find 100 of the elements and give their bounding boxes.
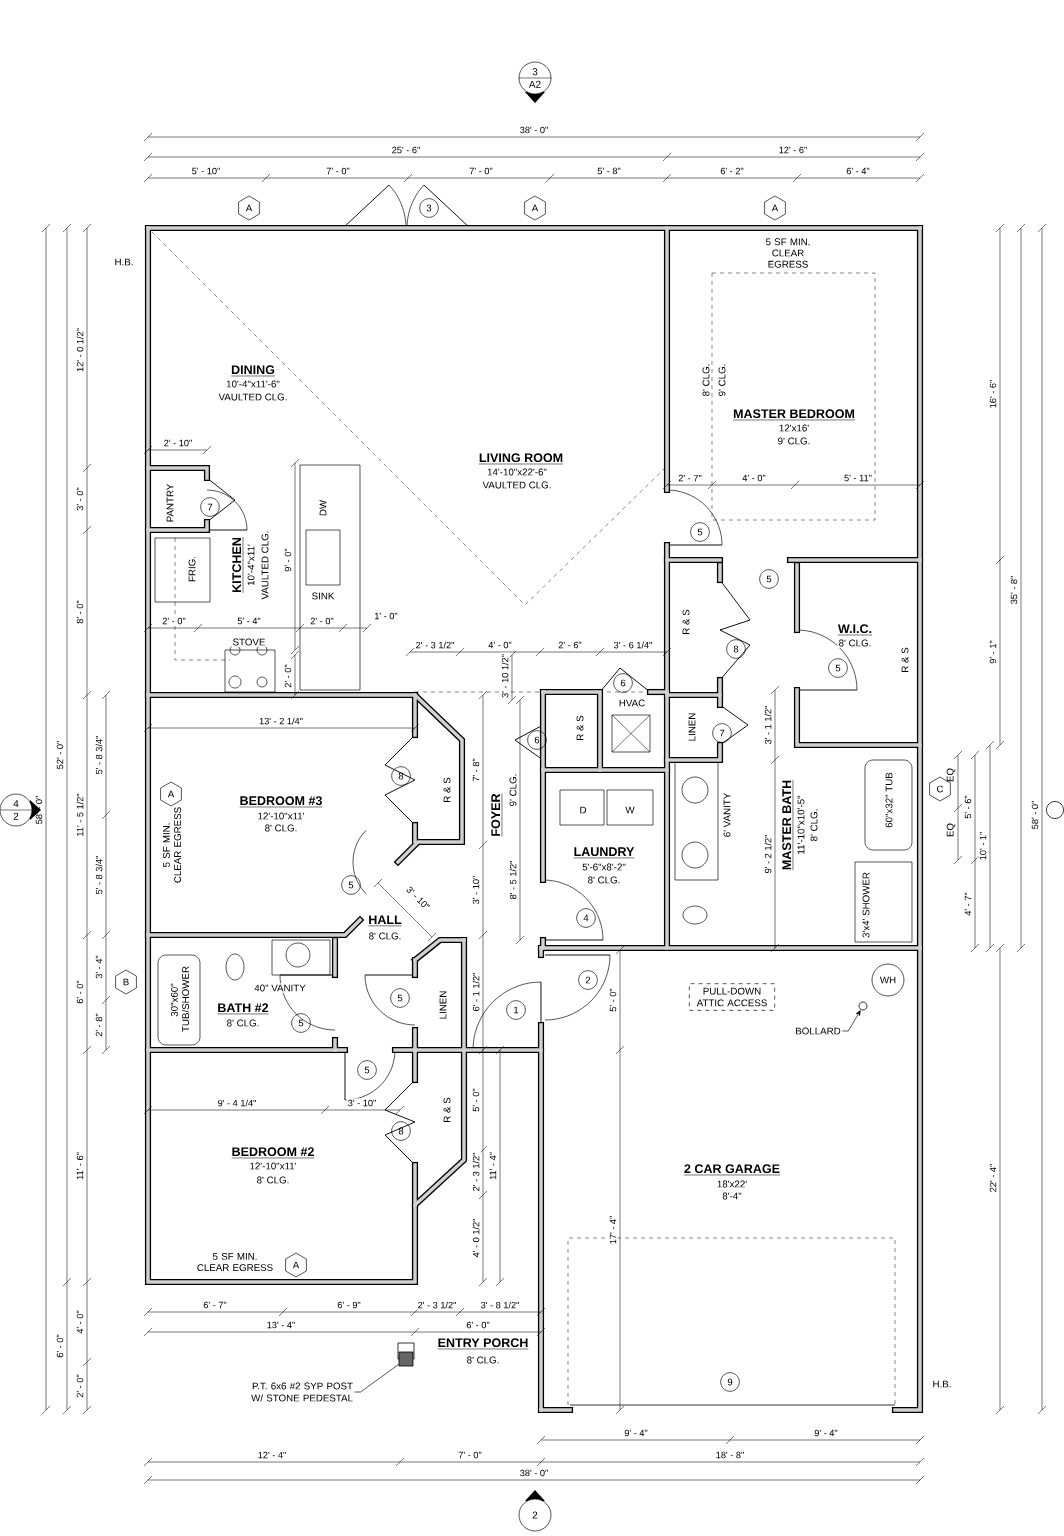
dimension-text: 52' - 0": [55, 739, 65, 771]
room-note: 10'-4"x11': [246, 542, 256, 588]
door-tag: 5: [291, 1013, 311, 1033]
room-name: BEDROOM #2: [230, 1145, 316, 1161]
bollard-symbol: [1046, 801, 1064, 819]
dimension-text: 7' - 8": [471, 756, 481, 784]
dimension-text: 4' - 0": [740, 473, 768, 483]
room-note: 8' CLG.: [701, 362, 711, 398]
dimension-text: 3' - 10": [471, 874, 481, 906]
room-name: W.I.C.: [836, 622, 874, 638]
note-text: BOLLARD: [796, 1027, 841, 1035]
room-note: 8' CLG.: [225, 1018, 261, 1028]
room-note: 8' CLG.: [263, 823, 299, 833]
dimension-text: 9' - 4": [812, 1428, 840, 1438]
room-note: 8' CLG.: [586, 875, 622, 885]
room-note: 14'-10"x22'-6": [485, 467, 549, 477]
dimension-text: 2' - 10": [162, 438, 194, 448]
room-note: 8' CLG.: [367, 931, 403, 941]
dimension-text: 8' - 5 1/2": [508, 859, 518, 901]
room-note: VAULTED CLG.: [260, 529, 270, 601]
window-tag: A: [160, 781, 182, 807]
room-note: 12'x16': [777, 423, 811, 433]
dimension-text: 3' - 10": [403, 883, 433, 913]
dimension-text: 38' - 0": [518, 1468, 550, 1478]
window-tag: A: [524, 195, 546, 221]
dimension-text: 7' - 0": [324, 166, 352, 176]
dimension-text: 5' - 8 3/4": [94, 854, 104, 896]
window-tag: B: [115, 969, 137, 995]
dimension-text: 4' - 0": [75, 1308, 85, 1336]
door-tag: 5: [828, 658, 848, 678]
dimension-text: 5' - 8 3/4": [94, 734, 104, 776]
dimension-text: 4' - 0": [486, 640, 514, 650]
dimension-text: 9' - 4 1/4": [216, 1098, 258, 1108]
dimension-text: 2' - 7": [676, 473, 704, 483]
dimension-text: 9' - 1": [988, 638, 998, 666]
door-tag: 6: [613, 673, 633, 693]
room-name: FOYER: [489, 792, 505, 838]
dimension-text: 3' - 1 1/2": [763, 704, 773, 746]
room-note: D: [578, 805, 588, 815]
door-tag: 5: [759, 569, 779, 589]
room-note: 11'-10"x10'-5": [796, 794, 806, 856]
room-name: ENTRY PORCH: [436, 1336, 530, 1352]
dimension-text: 9' - 0": [283, 546, 293, 574]
door-tag: 1: [506, 1000, 526, 1020]
room-note: 5'-6"x8'-2": [580, 862, 628, 872]
door-tag: 5: [341, 875, 361, 895]
dimension-text: 2' - 6": [556, 640, 584, 650]
dimension-text: 2' - 0": [160, 616, 188, 626]
dimension-text: 13' - 2 1/4": [257, 716, 305, 726]
door-tag: 8: [391, 1121, 411, 1141]
dimension-text: 3' - 10 1/2": [500, 652, 510, 700]
dimension-text: 5' - 6": [963, 793, 973, 821]
door-tag: 5: [390, 988, 410, 1008]
room-name: HALL: [366, 914, 404, 928]
window-tag: A: [285, 1252, 307, 1278]
room-note: R & S: [442, 1095, 452, 1125]
door-tag: 3: [419, 198, 439, 218]
dimension-text: 4' - 0 1/2": [471, 1217, 481, 1259]
room-note: 12'-10"x11': [256, 811, 306, 821]
room-note: 12'-10"x11': [248, 1161, 298, 1171]
room-note: 10'-4"x11'-6": [224, 379, 282, 389]
door-tag: 9: [720, 1372, 740, 1392]
dimension-text: 6' - 9": [335, 1300, 363, 1310]
room-note: DW: [318, 498, 328, 518]
room-note: 5 SF MIN. CLEAR EGRESS: [187, 1251, 283, 1273]
dimension-text: 8' - 0": [75, 598, 85, 626]
door-tag: 7: [712, 723, 732, 743]
room-note: 18'x22': [715, 1179, 749, 1189]
dimension-text: 17' - 4": [608, 1214, 618, 1246]
room-note: 9' CLG.: [776, 436, 812, 446]
door-tag: 2: [578, 970, 598, 990]
dimension-text: 5' - 0": [608, 986, 618, 1014]
dimension-text: 3' - 6 1/4": [612, 640, 654, 650]
dimension-text: 6' - 7": [201, 1300, 229, 1310]
dimension-text: 38' - 0": [518, 125, 550, 135]
room-note: 8' CLG.: [809, 807, 819, 843]
dimension-text: 3' - 10": [346, 1098, 378, 1108]
door-tag: 4: [576, 908, 596, 928]
room-note: R & S: [575, 713, 585, 743]
dimension-text: 2' - 0": [283, 662, 293, 690]
dimension-text: 2' - 3 1/2": [414, 640, 456, 650]
room-note: 8' CLG.: [255, 1175, 291, 1185]
room-note: 40" VANITY: [252, 983, 308, 993]
door-tag: 8: [391, 766, 411, 786]
door-tag: 7: [200, 497, 220, 517]
room-name: BEDROOM #3: [238, 794, 324, 810]
dimension-text: 6' - 0": [464, 1320, 492, 1330]
dimension-text: 3' - 0": [75, 485, 85, 513]
door-tag: 5: [690, 522, 710, 542]
room-note: H.B.: [113, 257, 135, 267]
room-name: 2 CAR GARAGE: [682, 1162, 782, 1178]
dimension-text: 3' - 4": [94, 953, 104, 981]
dimension-text: 1' - 0": [372, 611, 400, 621]
room-note: 60"x32" TUB: [884, 770, 894, 830]
room-note: FRIG.: [187, 554, 197, 584]
attic-access-box: PULL-DOWN ATTIC ACCESS: [689, 983, 775, 1011]
dimension-text: 6' - 4": [844, 166, 872, 176]
post-symbol: [398, 1351, 414, 1367]
room-note: 5 SF MIN. CLEAR EGRESS: [755, 237, 821, 269]
dimension-text: 5' - 0": [471, 1086, 481, 1114]
